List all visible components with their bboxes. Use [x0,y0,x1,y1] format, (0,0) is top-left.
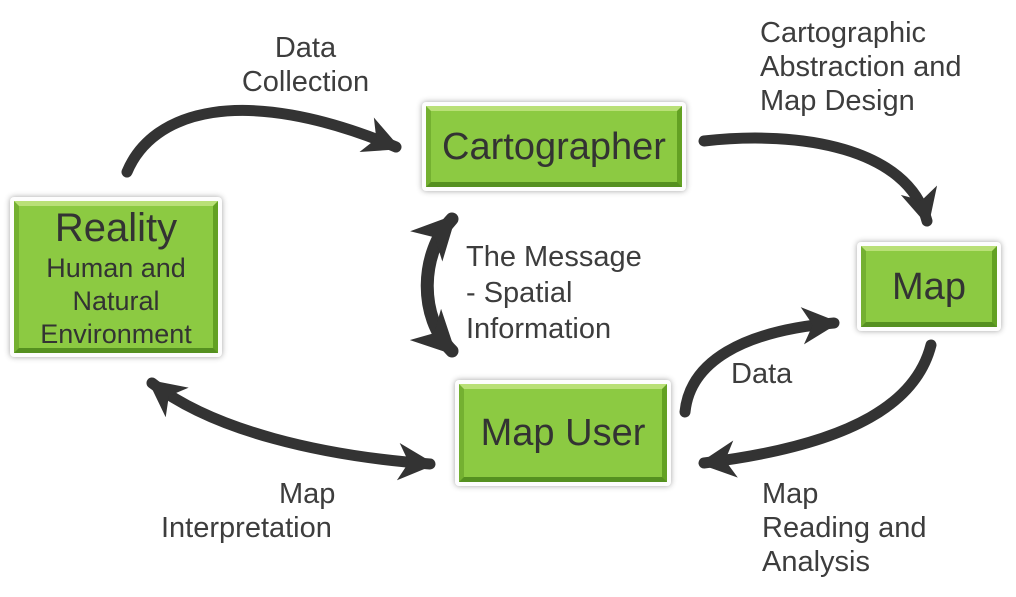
label-map-reading-line3: Analysis [762,546,870,578]
node-reality-subtitle: Human and Natural Environment [19,252,213,351]
node-reality-sub-line3: Environment [40,318,192,349]
label-the-message-line1: The Message [466,241,642,273]
node-reality-title: Reality [54,205,178,250]
label-data-collection-line2: Collection [241,66,370,98]
node-map-user-title: Map User [480,412,646,454]
arrow-data-collection [121,105,402,178]
label-data-collection: Data Collection [233,31,378,99]
label-data-line1: Data [731,358,793,390]
label-map-reading-line2: Reading and [762,512,927,544]
label-map-interpretation-line2: Interpretation [161,512,332,544]
node-reality: Reality Human and Natural Environment [10,197,222,357]
arrow-data [679,307,840,418]
node-reality-sub-line1: Human and [46,252,186,283]
node-map-user: Map User [455,380,671,486]
label-map-reading: Map Reading and Analysis [762,477,926,579]
arrow-cartographic-abstraction [698,132,938,227]
label-cartographic-line1: Cartographic [760,17,927,49]
node-cartographer-title: Cartographer [442,125,666,168]
label-the-message: The Message - Spatial Information [466,239,642,347]
node-map: Map [857,242,1001,331]
label-data-collection-line1: Data [274,32,337,64]
arrow-map-interpretation [146,377,436,481]
node-map-box: Map [861,246,997,327]
node-map-user-box: Map User [459,384,667,482]
node-cartographer-box: Cartographer [426,106,682,187]
label-map-reading-line1: Map [762,478,819,510]
arrow-the-message [409,212,459,358]
label-the-message-line2: - Spatial [466,277,573,309]
node-reality-sub-line2: Natural [72,285,160,316]
label-map-interpretation-line1: Map [279,478,336,510]
label-cartographic-abstraction: Cartographic Abstraction and Map Design [760,16,962,118]
node-cartographer: Cartographer [422,102,686,191]
label-cartographic-line2: Abstraction and [760,51,962,83]
label-data: Data [731,357,792,391]
node-reality-box: Reality Human and Natural Environment [14,201,218,353]
label-cartographic-line3: Map Design [760,85,915,117]
arrow-map-reading [698,339,937,478]
label-the-message-line3: Information [466,313,612,345]
node-map-title: Map [892,265,966,308]
